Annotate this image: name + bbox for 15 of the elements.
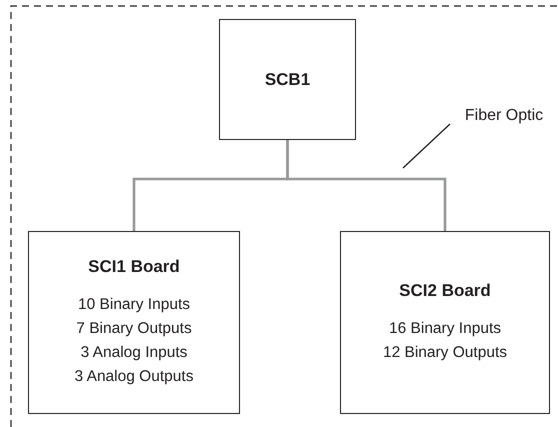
io-count: 3 Analog Inputs bbox=[80, 342, 188, 362]
leader-line bbox=[402, 124, 450, 168]
board-box bbox=[340, 231, 550, 414]
io-count: 12 Binary Outputs bbox=[382, 342, 508, 362]
board-title: SCI2 Board bbox=[399, 280, 491, 300]
board-title: SCI1 Board bbox=[88, 256, 180, 276]
io-count: 7 Binary Outputs bbox=[76, 318, 192, 338]
io-count: 10 Binary Inputs bbox=[78, 294, 190, 314]
fiber-optic-line bbox=[286, 140, 446, 231]
board-box bbox=[219, 19, 356, 140]
board-title: SCB1 bbox=[264, 70, 310, 90]
board-box bbox=[28, 231, 240, 414]
callout-label: Fiber Optic bbox=[464, 107, 544, 125]
io-count: 16 Binary Inputs bbox=[388, 318, 501, 338]
io-count: 3 Analog Outputs bbox=[74, 366, 194, 386]
